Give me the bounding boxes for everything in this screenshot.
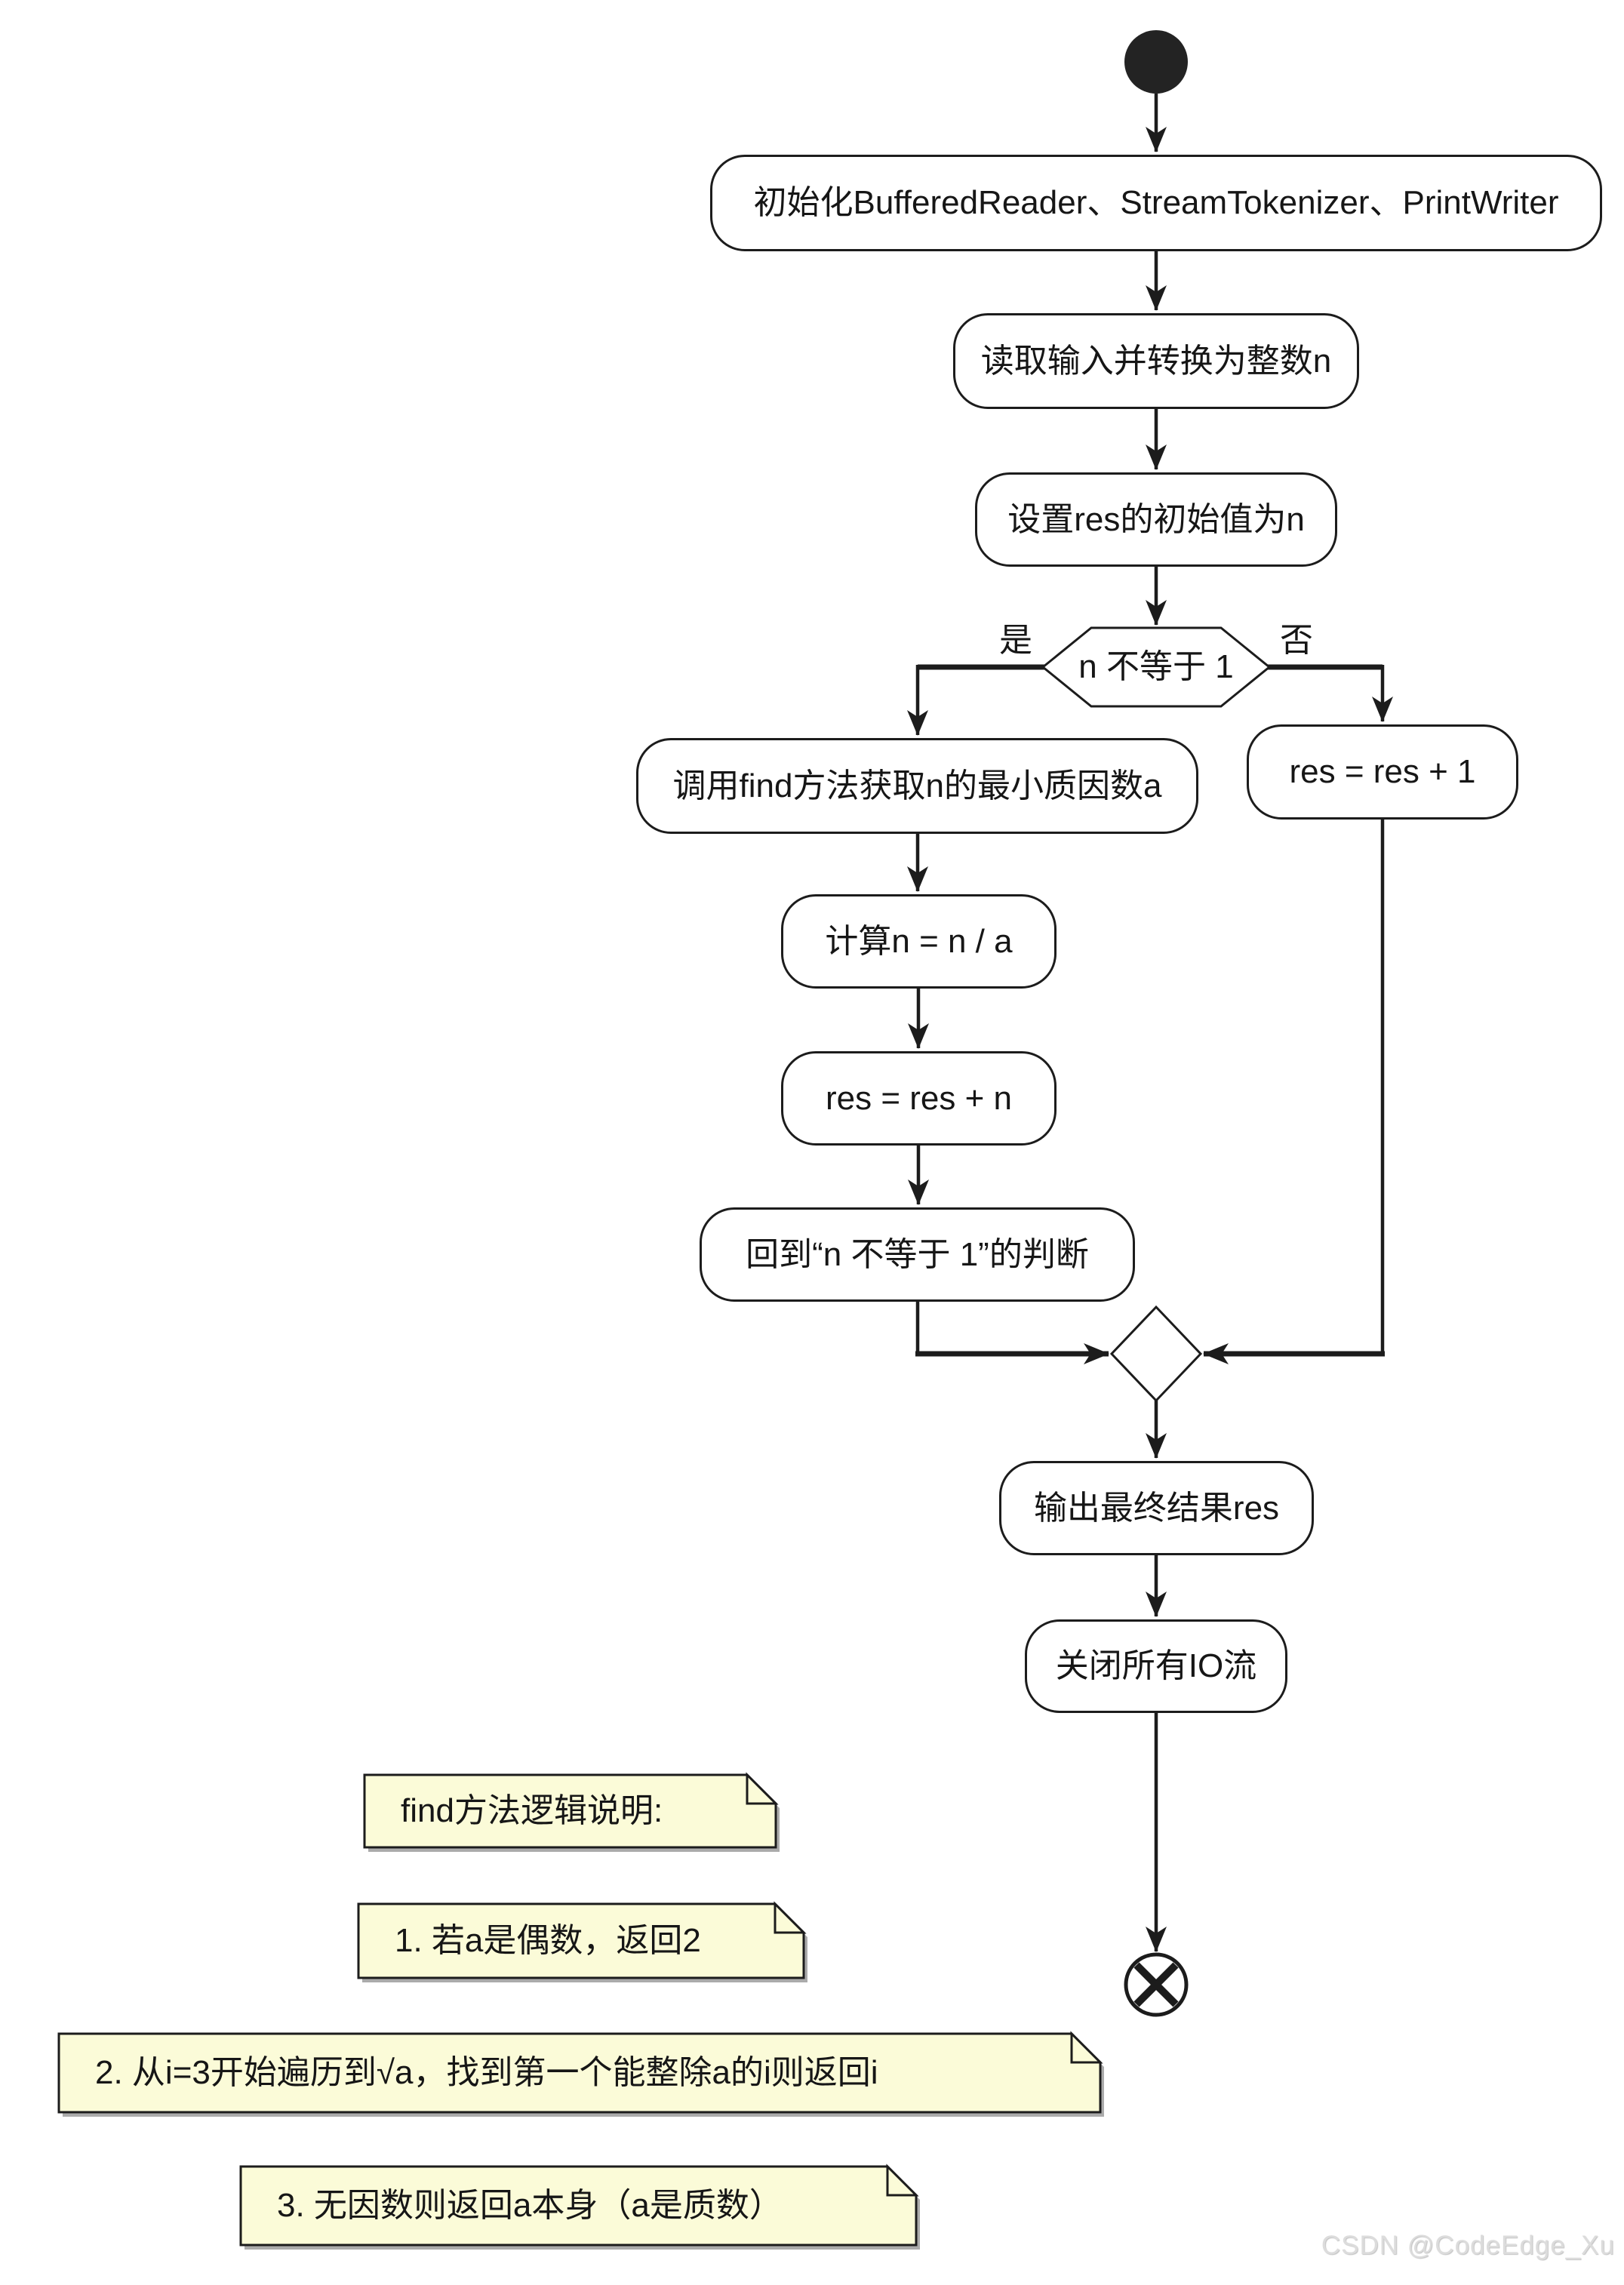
end-node-icon — [1124, 1952, 1189, 2017]
note-rule-1-text: 1. 若a是偶数，返回2 — [395, 1922, 701, 1959]
node-res-plus-n: res = res + n — [781, 1051, 1057, 1146]
node-read-input: 读取输入并转换为整数n — [953, 313, 1359, 409]
node-res-plus-one: res = res + 1 — [1247, 724, 1518, 820]
note-find-title — [363, 1772, 780, 1852]
node-read-input-label: 读取输入并转换为整数n — [980, 342, 1332, 380]
node-close-io: 关闭所有IO流 — [1025, 1619, 1287, 1713]
node-res-plus-n-label: res = res + n — [825, 1079, 1012, 1117]
node-calc-n-label: 计算n = n / a — [825, 922, 1013, 960]
note-rule-2 — [57, 2031, 1104, 2117]
node-calc-n: 计算n = n / a — [781, 894, 1057, 989]
node-back-to-check-label: 回到“n 不等于 1”的判断 — [746, 1235, 1089, 1273]
merge-diamond-icon — [1109, 1305, 1203, 1403]
note-rule-2-text: 2. 从i=3开始遍历到√a，找到第一个能整除a的i则返回i — [95, 2054, 878, 2091]
note-find-title-text: find方法逻辑说明: — [401, 1792, 663, 1829]
branch-label-yes: 是 — [999, 622, 1032, 659]
decision-hexagon — [1041, 626, 1272, 708]
node-output-res-label: 输出最终结果res — [1033, 1489, 1280, 1527]
note-rule-3 — [239, 2164, 920, 2250]
node-set-res-label: 设置res的初始值为n — [1007, 500, 1305, 538]
node-back-to-check: 回到“n 不等于 1”的判断 — [700, 1207, 1135, 1302]
node-output-res: 输出最终结果res — [999, 1461, 1314, 1555]
node-res-plus-one-label: res = res + 1 — [1289, 753, 1476, 790]
start-node-icon — [1124, 30, 1188, 94]
node-init-io: 初始化BufferedReader、StreamTokenizer、PrintW… — [710, 155, 1602, 251]
node-set-res: 设置res的初始值为n — [975, 472, 1337, 567]
node-init-io-label: 初始化BufferedReader、StreamTokenizer、PrintW… — [753, 184, 1559, 221]
csdn-watermark: CSDN @CodeEdge_Xu — [1321, 2231, 1615, 2260]
note-rule-3-text: 3. 无因数则返回a本身（a是质数） — [277, 2187, 783, 2224]
node-call-find: 调用find方法获取n的最小质因数a — [636, 738, 1198, 834]
node-close-io-label: 关闭所有IO流 — [1055, 1647, 1257, 1684]
branch-label-no: 否 — [1280, 622, 1313, 659]
decision-label: n 不等于 1 — [1078, 648, 1234, 685]
note-rule-1 — [357, 1901, 807, 1982]
node-call-find-label: 调用find方法获取n的最小质因数a — [672, 767, 1162, 804]
